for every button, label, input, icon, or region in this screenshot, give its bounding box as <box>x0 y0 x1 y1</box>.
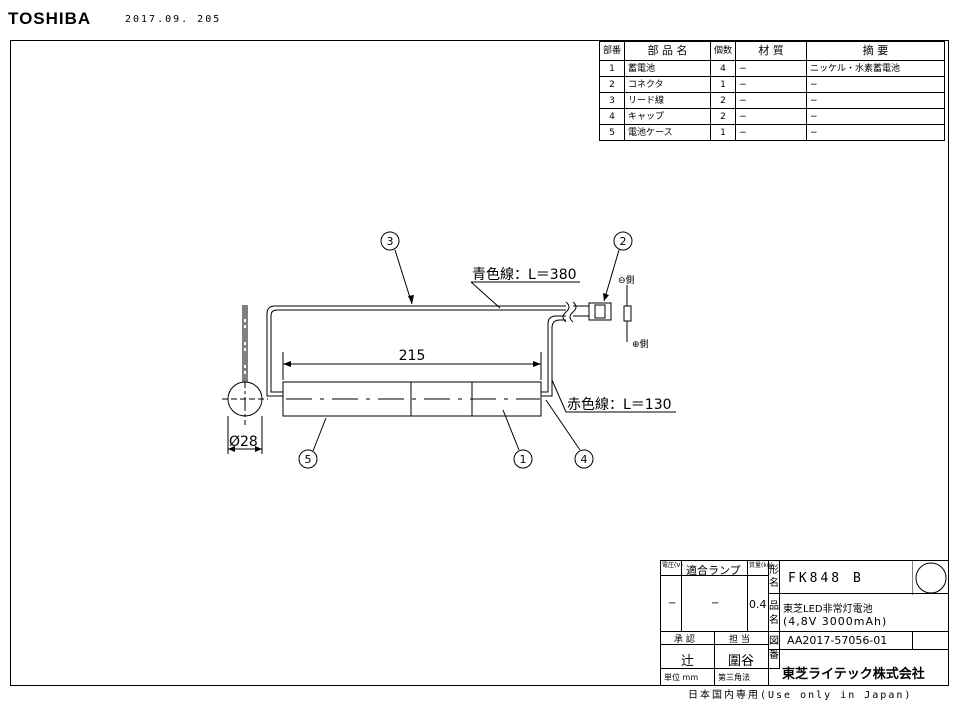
product-label: 品名 <box>769 601 779 626</box>
red-wire <box>541 315 566 393</box>
label-leader <box>551 379 567 413</box>
cell-quantity: 1 <box>710 124 737 141</box>
callout-label-1: 1 <box>520 453 527 466</box>
approve-label: 承 認 <box>674 635 695 645</box>
diameter-dimension-value: Ø28 <box>229 434 258 450</box>
voltage-value-cell: − <box>660 575 682 632</box>
dim-arrow <box>228 446 235 452</box>
callout-1 <box>513 449 533 469</box>
blue-wire <box>266 305 566 397</box>
voltage-label: 電圧(V) <box>662 562 683 569</box>
company-cell: 東芝ライテック株式会社 <box>768 649 949 686</box>
mass-label: 質量(kg) <box>749 562 773 569</box>
table-row: 5 電池ケース 1 − − <box>598 124 946 141</box>
dim-arrow <box>533 361 541 367</box>
callout-leader <box>312 417 327 452</box>
product-cell: 東芝LED非常灯電池 (4,8V 3000mAh) <box>779 593 949 632</box>
positive-side-label: ⊕側 <box>632 338 649 350</box>
model-cell: FK848 B <box>779 560 949 595</box>
unit-label: 単位 mm <box>664 673 699 682</box>
red-wire-label: 赤色線：L＝130 <box>567 396 672 413</box>
connector-terminal <box>623 305 632 322</box>
title-block: 電圧(V) 適合ランプ 質量(kg) − − 0.4 形名 FK848 B 品名… <box>660 560 949 686</box>
domestic-use-note: 日本国内専用(Use only in Japan) <box>688 690 913 701</box>
mass-value: 0.4 <box>749 598 767 611</box>
mass-label-cell: 質量(kg) <box>747 560 773 576</box>
cell-part-no: 2 <box>598 76 626 93</box>
callout-label-5: 5 <box>305 453 312 466</box>
cell-remarks: − <box>806 124 946 141</box>
drawing-no-label: 図番 <box>769 636 779 661</box>
callout-leader <box>603 249 620 302</box>
wire-break-mark <box>562 301 570 323</box>
lamp-value: − <box>711 598 720 609</box>
callout-4 <box>574 449 594 469</box>
projection-cell: 第三角法 <box>714 668 769 686</box>
table-row: 1 蓄電池 4 − ニッケル・水素蓄電池 <box>598 60 946 77</box>
lamp-value-cell: − <box>681 575 748 632</box>
dim-arrow <box>255 446 262 452</box>
person-cell: 圍谷 <box>714 644 769 669</box>
blue-wire-label: 青色線：L＝380 <box>472 266 577 283</box>
person-name: 圍谷 <box>728 654 755 669</box>
leader-arrow <box>408 295 414 304</box>
callout-2 <box>613 231 633 251</box>
parts-table-header: 部番 部 品 名 個数 材 質 摘 要 <box>598 41 946 61</box>
cell-part-no: 5 <box>598 124 626 141</box>
length-dimension-value: 215 <box>399 348 426 364</box>
parts-table: 部番 部 品 名 個数 材 質 摘 要 1 蓄電池 4 − ニッケル・水素蓄電池… <box>598 41 946 141</box>
sheet-cell <box>912 631 949 650</box>
drawing-frame <box>10 40 949 686</box>
red-wire <box>541 319 566 397</box>
voltage-value: − <box>668 598 677 609</box>
drawing-no-cell: AA2017-57056-01 <box>779 631 913 650</box>
callout-3 <box>380 231 400 251</box>
charge-label-cell: 担 当 <box>714 631 769 645</box>
header-part-name: 部 品 名 <box>624 41 712 61</box>
lamp-label: 適合ランプ <box>686 564 741 577</box>
label-leader <box>470 281 501 309</box>
mass-value-cell: 0.4 <box>747 575 769 632</box>
blue-wire <box>270 309 566 393</box>
brand-logo: TOSHIBA <box>8 9 92 28</box>
approve-label-cell: 承 認 <box>660 631 715 645</box>
unit-cell: 単位 mm <box>660 668 715 686</box>
drawing-number: AA2017-57056-01 <box>787 634 888 647</box>
callout-label-4: 4 <box>581 453 588 466</box>
charge-label: 担 当 <box>729 635 750 645</box>
company-name: 東芝ライテック株式会社 <box>782 667 925 682</box>
projection-label: 第三角法 <box>718 673 750 682</box>
dim-arrow <box>283 361 291 367</box>
callout-5 <box>298 449 318 469</box>
cell-quantity: 2 <box>710 108 737 125</box>
revision-circle <box>912 561 947 595</box>
model-label: 形名 <box>769 565 779 589</box>
lamp-label-cell: 適合ランプ <box>681 560 748 577</box>
model-number: FK848 B <box>788 571 864 586</box>
product-name: 東芝LED非常灯電池 <box>783 604 873 615</box>
connector-body <box>588 302 612 321</box>
connector-inner <box>594 304 606 319</box>
leader-arrow <box>603 293 609 301</box>
callout-label-3: 3 <box>387 235 394 248</box>
negative-side-label: ⊖側 <box>618 274 635 286</box>
callout-label-2: 2 <box>620 235 627 248</box>
callout-leader <box>545 399 581 451</box>
voltage-label-cell: 電圧(V) <box>660 560 683 576</box>
callout-leader <box>394 249 413 305</box>
approver-cell: 辻 <box>660 644 715 669</box>
document-date: 2017.09. 205 <box>125 14 222 25</box>
callout-leader <box>502 409 520 451</box>
wire-break-mark <box>569 301 577 323</box>
approver-name: 辻 <box>681 654 695 669</box>
product-spec: (4,8V 3000mAh) <box>783 615 888 628</box>
